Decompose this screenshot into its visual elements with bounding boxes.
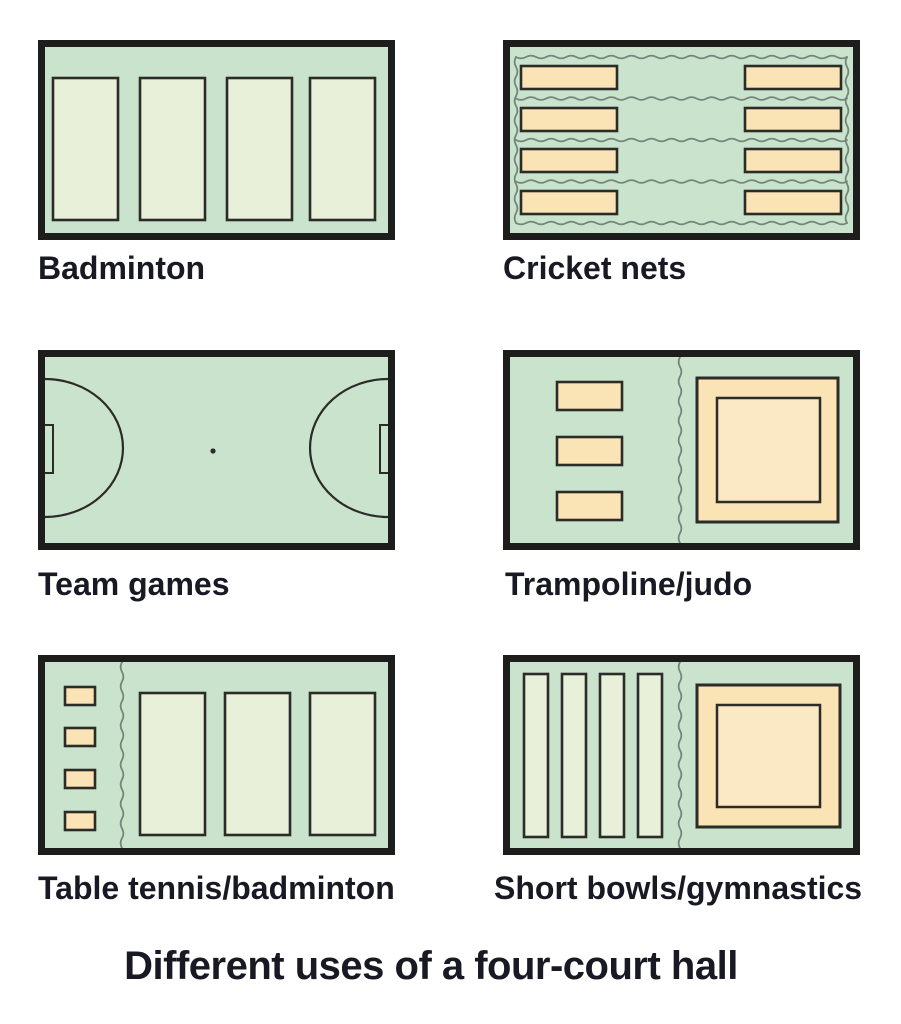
left-goal xyxy=(45,424,54,474)
batting-mat xyxy=(519,189,619,216)
dividing-net-line xyxy=(677,357,683,543)
panel-team-games xyxy=(38,350,395,550)
cricket-nets-drawing xyxy=(513,54,850,226)
panel-short-bowls-gymnastics xyxy=(503,655,860,855)
batting-mat xyxy=(743,64,843,91)
dividing-net-line xyxy=(677,662,683,848)
bowls-rinks xyxy=(522,672,664,839)
table-tennis-table xyxy=(63,810,97,832)
right-goal xyxy=(379,424,388,474)
label-badminton: Badminton xyxy=(38,250,206,286)
batting-mat xyxy=(743,106,843,133)
batting-mat xyxy=(519,106,619,133)
cricket-batting-mats xyxy=(519,64,843,216)
batting-mat xyxy=(743,147,843,174)
short-bowls-gymnastics-drawing xyxy=(522,662,842,848)
dividing-net-line xyxy=(119,662,125,848)
centre-spot xyxy=(210,448,216,454)
label-cricket-nets: Cricket nets xyxy=(503,250,687,286)
trampoline xyxy=(555,380,624,412)
panel-trampoline-judo xyxy=(503,350,860,550)
badminton-court xyxy=(308,76,377,222)
badminton-court xyxy=(138,691,207,837)
badminton-hall-drawing xyxy=(51,76,377,222)
label-team-games: Team games xyxy=(38,566,230,602)
net-line xyxy=(515,96,848,101)
bowls-rink xyxy=(560,672,588,839)
panel-cricket-nets xyxy=(503,40,860,240)
judo-mat-inner xyxy=(715,396,822,504)
net-line xyxy=(844,56,850,224)
table-tennis-table xyxy=(63,768,97,790)
badminton-court xyxy=(138,76,207,222)
panel-table-tennis-badminton xyxy=(38,655,395,855)
panel-badminton xyxy=(38,40,395,240)
batting-mat xyxy=(519,147,619,174)
table-tennis-tables xyxy=(63,685,97,832)
net-line xyxy=(515,179,848,184)
net-line xyxy=(515,220,848,226)
trampoline xyxy=(555,490,624,522)
figure-caption: Different uses of a four-court hall xyxy=(124,944,738,988)
cricket-net-lines xyxy=(513,54,850,226)
bowls-rink xyxy=(522,672,550,839)
net-line xyxy=(515,54,848,60)
bowls-rink xyxy=(636,672,664,839)
badminton-court xyxy=(51,76,120,222)
badminton-court xyxy=(223,691,292,837)
bowls-rink xyxy=(598,672,626,839)
left-d-arc xyxy=(45,377,125,519)
trampoline xyxy=(555,435,624,467)
team-games-pitch-drawing xyxy=(45,377,388,519)
right-d-arc xyxy=(308,377,388,519)
net-line xyxy=(515,137,848,143)
batting-mat xyxy=(519,64,619,91)
badminton-courts xyxy=(51,76,377,222)
gymnastics-mat-inner xyxy=(715,703,822,809)
badminton-courts xyxy=(138,691,377,837)
trampolines xyxy=(555,380,624,522)
net-line xyxy=(513,56,519,224)
trampoline-judo-drawing xyxy=(555,357,840,543)
table-tennis-table xyxy=(63,685,97,707)
batting-mat xyxy=(743,189,843,216)
label-trampoline-judo: Trampoline/judo xyxy=(505,566,753,602)
table-tennis-table xyxy=(63,726,97,748)
table-tennis-badminton-drawing xyxy=(63,662,377,848)
label-short-bowls-gymnastics: Short bowls/gymnastics xyxy=(494,870,863,906)
badminton-court xyxy=(308,691,377,837)
label-table-tennis-badminton: Table tennis/badminton xyxy=(38,870,395,906)
badminton-court xyxy=(225,76,294,222)
